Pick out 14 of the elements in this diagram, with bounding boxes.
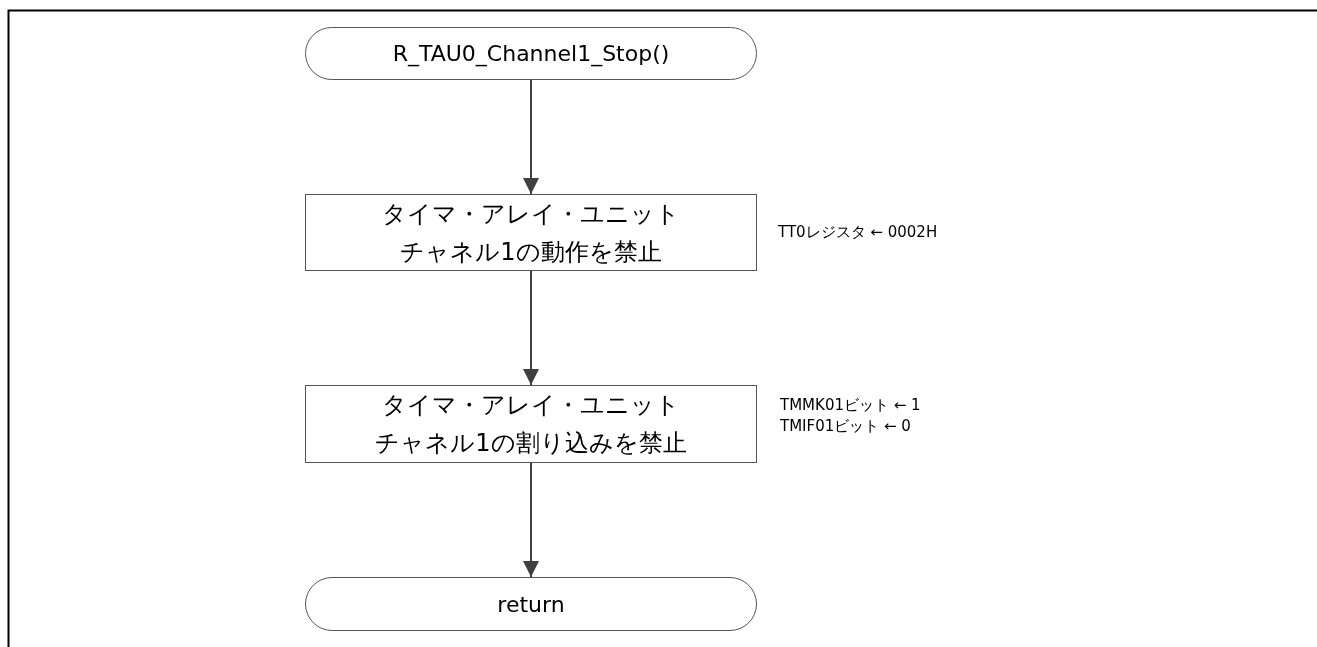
register-note: TMIF01ビット ← 0: [780, 416, 911, 437]
register-note: TMMK01ビット ← 1: [780, 395, 921, 416]
terminal-box: [305, 27, 757, 80]
register-note: TT0レジスタ ← 0002H: [778, 222, 938, 243]
process-box: [305, 385, 757, 463]
box-text: return: [497, 591, 565, 617]
arrow: [523, 270, 539, 386]
terminal-box: [305, 577, 757, 631]
arrow: [523, 462, 539, 578]
box-text: タイマ・アレイ・ユニットチャネル1の動作を禁止: [382, 198, 680, 268]
arrow: [523, 79, 539, 195]
box-text: R_TAU0_Channel1_Stop(): [392, 41, 670, 66]
process-box: [305, 194, 757, 271]
box-text: タイマ・アレイ・ユニットチャネル1の割り込みを禁止: [375, 390, 687, 459]
